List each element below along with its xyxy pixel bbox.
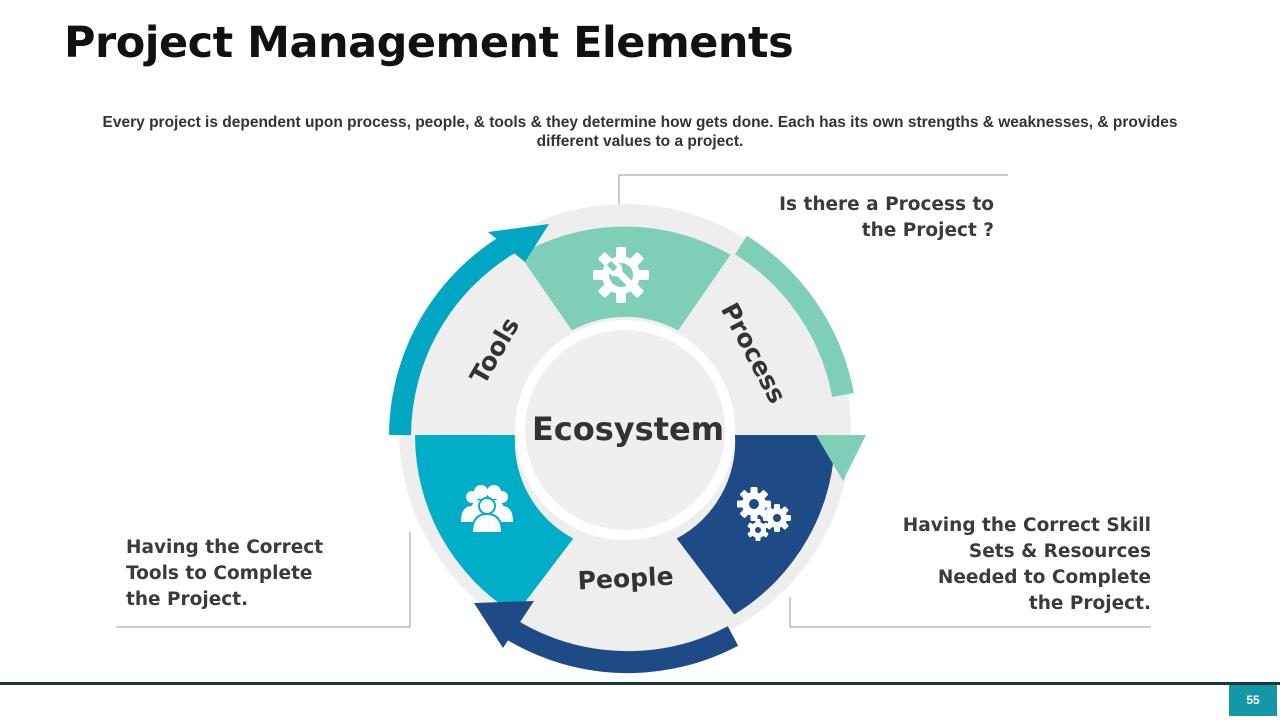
arrow-people	[506, 620, 739, 674]
arrow-process-head	[816, 435, 866, 481]
skills-note: Having the Correct Skill Sets & Resource…	[880, 513, 1151, 617]
page-title: Project Management Elements	[64, 18, 794, 68]
connector-line-process	[618, 174, 1008, 205]
process-note: Is there a Process to the Project ?	[740, 192, 994, 244]
skills-note-line: Needed to Complete	[937, 567, 1151, 588]
tools-note-line: Tools to Complete	[126, 563, 313, 584]
segment-label-people: People	[577, 562, 674, 596]
people-group-icon	[461, 485, 513, 534]
tools-note-line: Having the Correct	[126, 537, 324, 558]
skills-note-line: Having the Correct Skill	[902, 515, 1151, 536]
connector-line-tools	[116, 532, 411, 628]
tools-note-line: the Project.	[126, 589, 249, 610]
wrench-gear-icon	[593, 247, 649, 303]
page-number-badge: 55	[1229, 685, 1277, 716]
footer-divider	[0, 682, 1280, 685]
arrow-process	[735, 235, 854, 398]
arrow-people-head	[474, 601, 534, 648]
tools-note: Having the Correct Tools to Complete the…	[126, 535, 366, 613]
process-note-line: Is there a Process to	[779, 194, 994, 215]
skills-note-line: Sets & Resources	[968, 541, 1151, 562]
center-circle	[525, 330, 725, 530]
arrow-tools	[389, 232, 518, 436]
skills-note-line: the Project.	[1028, 593, 1151, 614]
gears-icon	[737, 487, 791, 541]
center-label: Ecosystem	[532, 410, 724, 448]
process-note-line: the Project ?	[861, 220, 994, 241]
page-subtitle: Every project is dependent upon process,…	[102, 114, 1178, 150]
arrow-tools-head	[488, 224, 549, 262]
connector-line-skills	[789, 597, 1151, 628]
